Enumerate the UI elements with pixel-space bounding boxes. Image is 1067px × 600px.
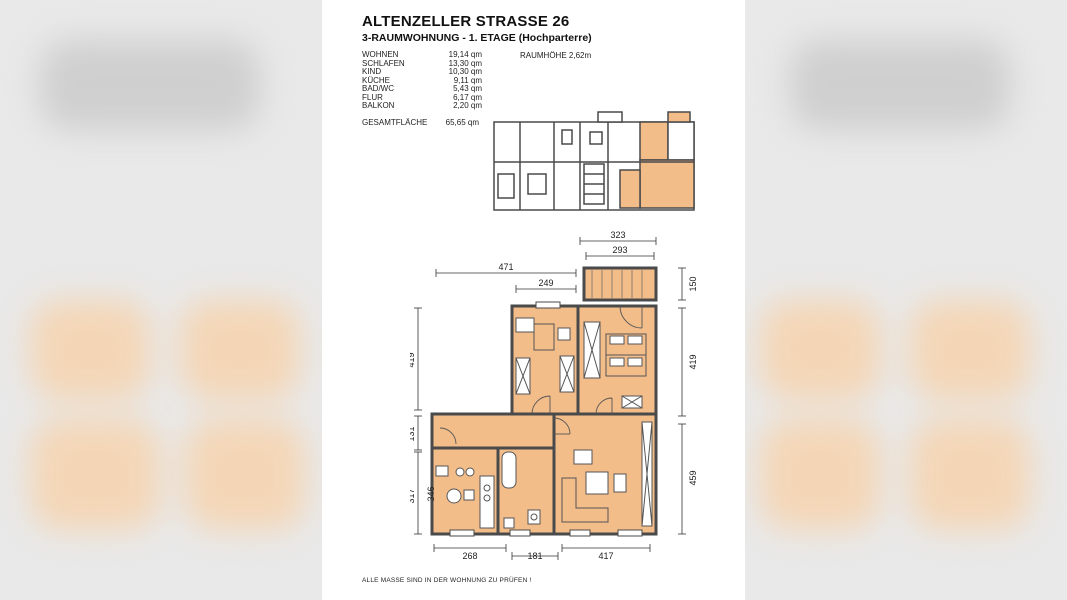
apartment-floor-plan: 323 293 471 249 150 419 459 419 131 346 … <box>410 230 698 561</box>
room-flur <box>430 412 556 450</box>
dim-150: 150 <box>688 276 698 291</box>
dim-249: 249 <box>538 278 553 288</box>
dim-317: 317 <box>410 488 416 503</box>
dim-471: 471 <box>498 262 513 272</box>
dimension-labels: 323 293 471 249 150 419 459 419 131 346 … <box>410 230 698 561</box>
plan-subtitle: 3-RAUMWOHNUNG - 1. ETAGE (Hochparterre) <box>362 32 592 44</box>
dim-346: 346 <box>426 486 436 501</box>
dim-268: 268 <box>462 551 477 561</box>
dim-right-419: 419 <box>688 354 698 369</box>
dim-131: 131 <box>410 426 416 441</box>
dim-293: 293 <box>612 245 627 255</box>
doors <box>439 305 643 445</box>
floor-plan-sheet: ALTENZELLER STRASSE 26 3-RAUMWOHNUNG - 1… <box>322 0 745 600</box>
windows <box>449 301 643 537</box>
building-overview <box>493 111 695 211</box>
dim-181: 181 <box>527 551 542 561</box>
dim-323: 323 <box>610 230 625 240</box>
balcony <box>582 266 658 302</box>
dim-417: 417 <box>598 551 613 561</box>
dim-left-419: 419 <box>410 352 416 367</box>
room-height: RAUMHÖHE 2,62m <box>520 51 592 60</box>
measurement-note: ALLE MASSE SIND IN DER WOHNUNG ZU PRÜFEN… <box>362 577 532 584</box>
plan-title: ALTENZELLER STRASSE 26 <box>362 13 570 30</box>
balcony-hatching <box>591 270 643 298</box>
furniture <box>435 317 653 529</box>
dim-459: 459 <box>688 470 698 485</box>
